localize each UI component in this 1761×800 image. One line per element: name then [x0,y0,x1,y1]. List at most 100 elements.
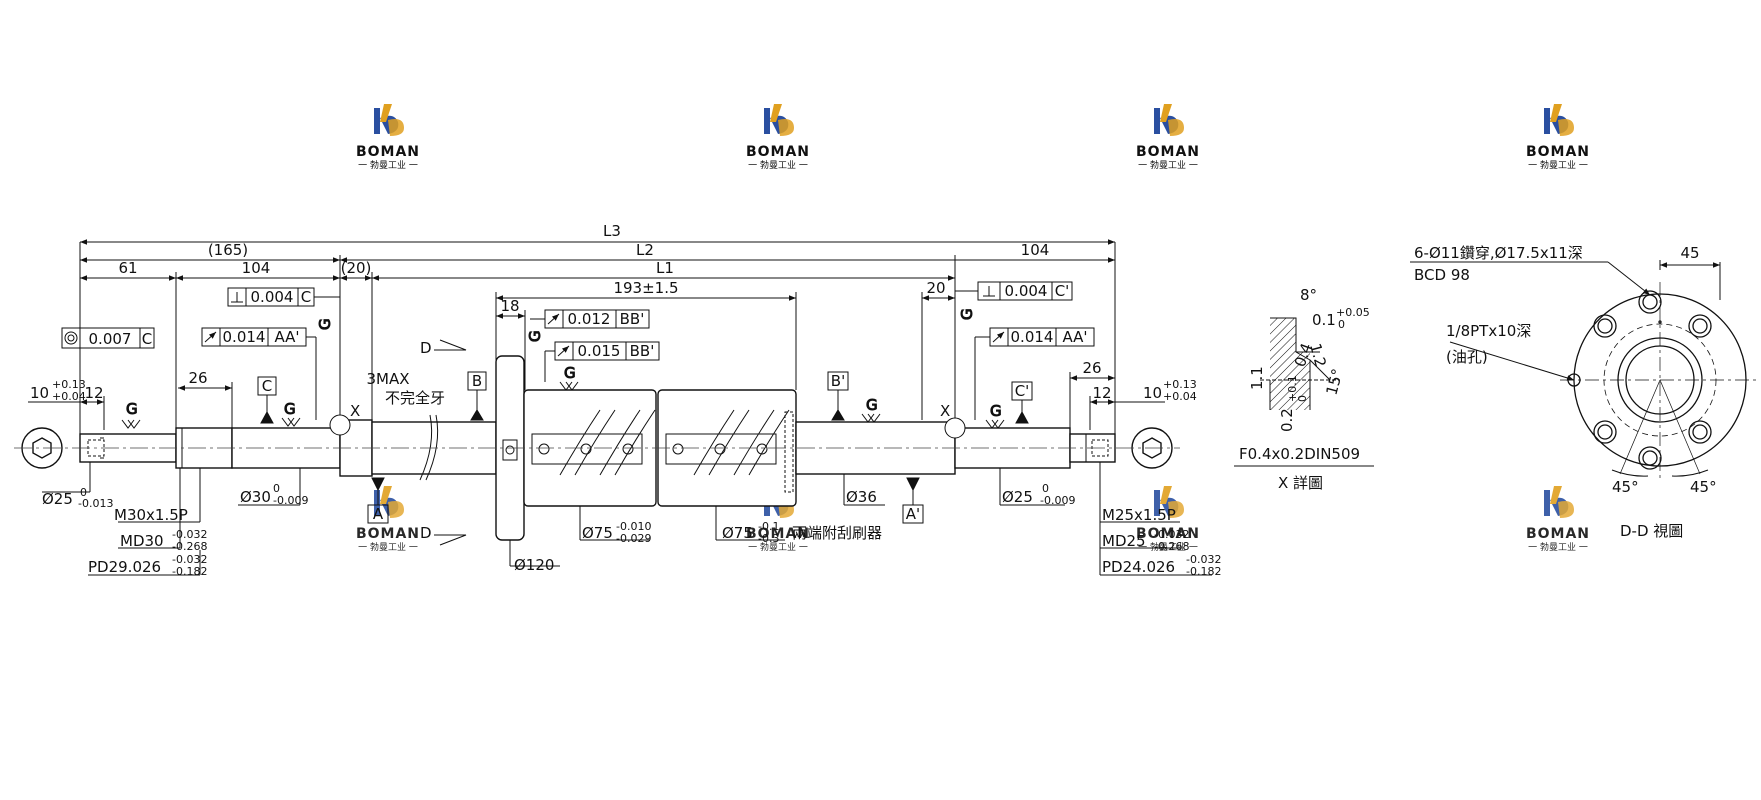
g-5: G [990,402,1002,420]
flange-a45-right: 45° [1690,478,1717,496]
spec-wiper: 兩端附刮刷器 [792,524,882,542]
logo-8: BOMAN 一 勃曼工业 一 [1526,486,1590,553]
svg-text:-0.009: -0.009 [1040,494,1075,507]
svg-text:-0.013: -0.013 [78,497,113,510]
logo-2: BOMAN 一 勃曼工业 一 [746,104,810,171]
logo-word: BOMAN [746,144,810,160]
g-6: G [316,318,334,330]
g-4: G [866,396,878,414]
logo-word: BOMAN [746,526,810,542]
x-mark-left: X [350,402,360,420]
frame-ref: AA' [1062,328,1087,346]
dim-20-right: 20 [926,279,945,297]
logo-word: BOMAN [1526,526,1590,542]
g-1: G [126,400,138,418]
logo-sub: 一 勃曼工业 一 [358,159,418,171]
frame-val: 0.004 [251,288,294,306]
tol-frame-perp-right: 0.004 C' [955,281,1073,301]
dim-l1: L1 [656,259,674,277]
svg-text:+0.1: +0.1 [1286,375,1299,402]
detail-v12: 1.2 [1306,341,1330,369]
tol-frame-runout-2: 0.015 BB' [544,341,660,382]
detail-ang15: 15° [1322,367,1346,397]
flange-oil2: (油孔) [1446,348,1488,366]
spec-md30: MD30 [120,532,164,550]
tol-frame-runout-left: 0.014 AA' [201,327,317,420]
tol-right-main: 10 [1143,384,1162,402]
svg-text:0: 0 [1296,395,1309,402]
spec-d25-left: Ø25 [42,490,73,508]
svg-text:0: 0 [80,486,87,499]
tol-frame-runout-1: 0.012 BB' [530,309,650,329]
spec-m25: M25x1.5P [1102,506,1176,524]
flange-a45-left: 45° [1612,478,1639,496]
frame-val: 0.015 [578,342,621,360]
frame-val: 0.004 [1005,282,1048,300]
datum-b: B [472,372,482,390]
frame-val: 0.007 [89,330,132,348]
svg-text:-0.3: -0.3 [758,532,779,545]
logo-sub: 一 勃曼工业 一 [358,541,418,553]
three-max: 3MAX [366,370,409,388]
x-detail: 8° 0.1 +0.05 0 1.2 0.4 15° 1.1 0.2 +0.1 … [1234,286,1374,492]
flange-bcd: BCD 98 [1414,266,1470,284]
spec-md25: MD25 [1102,532,1146,550]
top-dimension-text: L3 (165) 104 L2 61 104 (20) L1 193±1.5 1… [30,222,1197,542]
spec-d30: Ø30 [240,488,271,506]
logo-3: BOMAN 一 勃曼工业 一 [1136,104,1199,171]
datum-a: A [373,505,384,523]
spec-pd24: PD24.026 [1102,558,1175,576]
detail-v02: 0.2 [1278,408,1296,432]
detail-v11: 1.1 [1248,366,1266,390]
section-arrows [434,339,467,546]
svg-text:-0.268: -0.268 [1154,540,1189,553]
tol-frame-perp-left: 0.004 C [227,287,340,307]
bottom-dimensions [42,462,1212,576]
tol-left-up: +0.13 [52,378,86,391]
svg-text:+0.05: +0.05 [1336,306,1370,319]
spec-d25-right: Ø25 [1002,488,1033,506]
g-2: G [284,400,296,418]
frame-ref: BB' [630,342,655,360]
datum-c-prime: C' [1015,382,1030,400]
spec-d75-a: Ø75 [582,524,613,542]
logo-5: BOMAN 一 勃曼工业 一 [356,486,419,553]
svg-text:0: 0 [1338,318,1345,331]
grind-marks: G G G G G G G G [121,308,1005,429]
incomplete-thread: 不完全牙 [385,389,445,407]
frame-ref: BB' [620,310,645,328]
detail-spec: F0.4x0.2DIN509 [1239,445,1360,463]
frame-ref: C [301,288,311,306]
logo-sub: 一 勃曼工业 一 [1528,541,1588,553]
detail-title: X 詳圖 [1278,474,1323,492]
spec-pd29: PD29.026 [88,558,161,576]
dim-26-left: 26 [188,369,207,387]
tol-left-dn: +0.04 [52,390,86,403]
logo-sub: 一 勃曼工业 一 [748,159,808,171]
top-dimensions [28,239,1165,440]
spec-d36: Ø36 [846,488,877,506]
logo-word: BOMAN [1136,526,1200,542]
dim-61: 61 [118,259,137,277]
logo-sub: 一 勃曼工业 一 [748,541,808,553]
svg-text:0: 0 [273,482,280,495]
svg-text:-0.029: -0.029 [616,532,651,545]
svg-text:-0.032: -0.032 [172,553,207,566]
frame-ref: AA' [274,328,299,346]
svg-text:-0.182: -0.182 [172,565,207,578]
tol-left-main: 10 [30,384,49,402]
svg-text:-0.182: -0.182 [1186,565,1221,578]
dim-l2: L2 [636,241,654,259]
dim-26-right: 26 [1082,359,1101,377]
tol-right-dn: +0.04 [1163,390,1197,403]
bottom-dimension-text: Ø25 0 -0.013 M30x1.5P MD30 -0.032 -0.268… [42,482,1221,578]
flange-view [1410,260,1760,478]
datum-a-prime: A' [906,505,920,523]
dim-104-right: 104 [1021,241,1050,259]
dim-l3: L3 [603,222,621,240]
frame-val: 0.012 [568,310,611,328]
svg-text:-0.268: -0.268 [172,540,207,553]
logo-1: BOMAN 一 勃曼工业 一 [356,104,419,171]
dim-18: 18 [500,297,519,315]
